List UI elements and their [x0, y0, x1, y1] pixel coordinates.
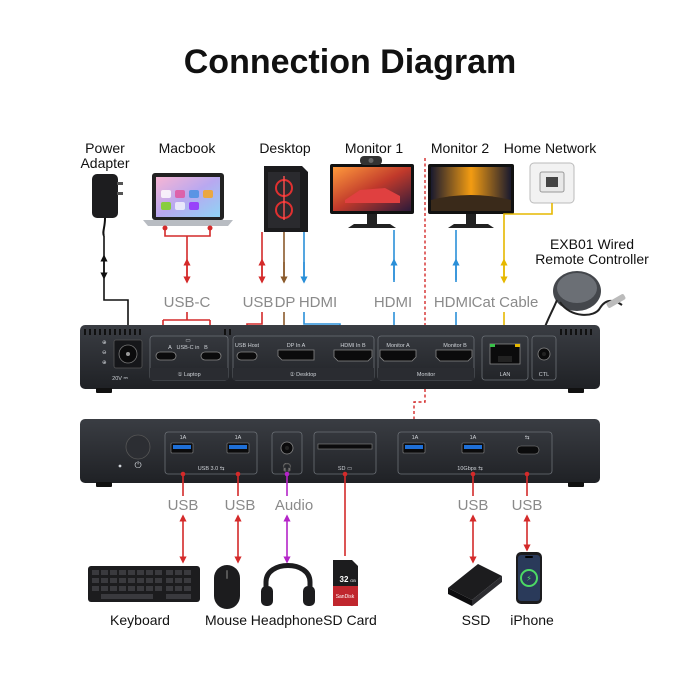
usb2-conn-label: USB	[225, 497, 256, 514]
hdmi-monitor1-conn-label: HDMI	[374, 294, 412, 311]
usbc-conn-label: USB-C	[164, 294, 211, 311]
port1-amp-label: 1A	[180, 435, 187, 441]
desktop-group-label: ② Desktop	[290, 371, 317, 378]
keyboard-label: Keyboard	[110, 612, 170, 628]
lan-port[interactable]	[489, 343, 521, 365]
macbook-label: Macbook	[159, 140, 217, 156]
monitor-b-port[interactable]	[435, 349, 473, 362]
cat-cable-conn-label: Cat Cable	[472, 294, 539, 311]
monitor1-icon	[330, 156, 414, 228]
hdmi-desktop-conn-label: HDMI	[299, 294, 337, 311]
desktop-label: Desktop	[259, 140, 311, 156]
power-label: Power	[85, 140, 125, 156]
sd-card-brand: SanDisk	[336, 594, 355, 600]
monitor-a-label: Monitor A	[386, 343, 410, 349]
ssd-icon	[448, 564, 502, 606]
power-cable-line	[103, 236, 132, 334]
adapter-label: Adapter	[80, 155, 129, 171]
webcam-dashed-line	[413, 158, 426, 432]
desktop-tower-icon	[264, 166, 308, 232]
headphone-icon	[261, 563, 315, 606]
iphone-icon: ⚡	[516, 552, 542, 604]
lan-label: LAN	[500, 372, 511, 378]
port2-amp-label: 1A	[235, 435, 242, 441]
led-indicator	[118, 464, 122, 468]
usbc-b-port[interactable]	[200, 351, 222, 361]
port3-amp-label: 1A	[412, 435, 419, 441]
dock-back-panel: ⊕ ⊖ ⊕ 20V ⎓ A USB-C in B ▭ ① Laptop USB …	[80, 325, 600, 393]
ground-icon: ⊕	[102, 340, 107, 346]
ctl-label: CTL	[539, 372, 549, 378]
dp-conn-label: DP	[275, 294, 296, 311]
port4-amp-label: 1A	[470, 435, 477, 441]
sd-card-capacity: 32	[340, 575, 349, 584]
macbook-bracket	[164, 228, 211, 237]
hdmi-monitor2-conn-label: HDMI	[434, 294, 472, 311]
usb-host-label: USB Host	[235, 343, 260, 349]
keyboard-icon	[88, 566, 200, 602]
usbc-bracket	[162, 312, 211, 336]
dock-front-panel: ⏻ 1A 1A USB 3.0 ⇆ 🎧 SD ▭ 1A 1A ⇆ 10Gbps …	[80, 419, 600, 487]
charging-icon: ⚡	[526, 574, 532, 583]
usbc-a-label: A	[168, 345, 172, 351]
hdmi-in-b-label: HDMI In B	[340, 343, 366, 349]
macbook-icon	[143, 173, 233, 226]
usb1-conn-label: USB	[168, 497, 199, 514]
usbc-b-label: B	[204, 345, 208, 351]
page-title: Connection Diagram	[184, 43, 516, 81]
power-adapter-icon	[92, 174, 123, 237]
ethernet-wall-jack-icon	[529, 162, 575, 204]
laptop-icon: ▭	[185, 338, 190, 344]
home-network-label: Home Network	[504, 140, 598, 156]
usbc-in-label: USB-C in	[177, 345, 200, 351]
headphone-small-icon: 🎧	[282, 462, 292, 472]
usb-c-front-port[interactable]	[516, 445, 540, 455]
remote-label-line1: EXB01 Wired	[550, 236, 634, 252]
sdcard-label: SD Card	[323, 612, 377, 628]
iphone-label: iPhone	[510, 612, 554, 628]
headphone-label: Headphone	[251, 612, 324, 628]
monitor-group-label: Monitor	[417, 372, 436, 378]
mouse-label: Mouse	[205, 612, 247, 628]
gbps-label: 10Gbps ⇆	[457, 466, 483, 472]
monitor2-icon	[428, 164, 514, 228]
mouse-icon	[214, 565, 240, 609]
sd-card-slot[interactable]	[317, 443, 373, 450]
dp-in-a-label: DP In A	[287, 343, 306, 349]
sd-logo-label: SD ▭	[338, 466, 352, 472]
hdmi-in-b-port[interactable]	[333, 349, 373, 362]
power-icon: ⏻	[134, 460, 141, 470]
remote-controller-icon	[542, 271, 626, 333]
usb-host-port[interactable]	[236, 351, 258, 361]
monitor2-label: Monitor 2	[431, 140, 490, 156]
sd-card-unit: GB	[350, 578, 356, 583]
power-button[interactable]	[125, 434, 151, 460]
monitor-a-port[interactable]	[379, 349, 417, 362]
dp-in-a-port[interactable]	[277, 349, 315, 361]
ssd-label: SSD	[462, 612, 491, 628]
sd-card-icon: 32 GB SanDisk	[333, 560, 358, 606]
v20-label: 20V ⎓	[112, 376, 128, 382]
usb30-label: USB 3.0 ⇆	[198, 466, 225, 472]
plus-icon: ⊕	[102, 360, 107, 366]
polarity-icon: ⊖	[102, 350, 107, 356]
usbc-front-icon-label: ⇆	[525, 435, 530, 441]
usbc-a-port[interactable]	[155, 351, 177, 361]
audio-conn-label: Audio	[275, 497, 313, 514]
usb-conn-label: USB	[243, 294, 274, 311]
remote-label-line2: Remote Controller	[535, 251, 649, 267]
monitor-b-label: Monitor B	[443, 343, 467, 349]
laptop-group-label: ① Laptop	[177, 372, 200, 378]
usb3-conn-label: USB	[458, 497, 489, 514]
usb4-conn-label: USB	[512, 497, 543, 514]
monitor1-label: Monitor 1	[345, 140, 404, 156]
